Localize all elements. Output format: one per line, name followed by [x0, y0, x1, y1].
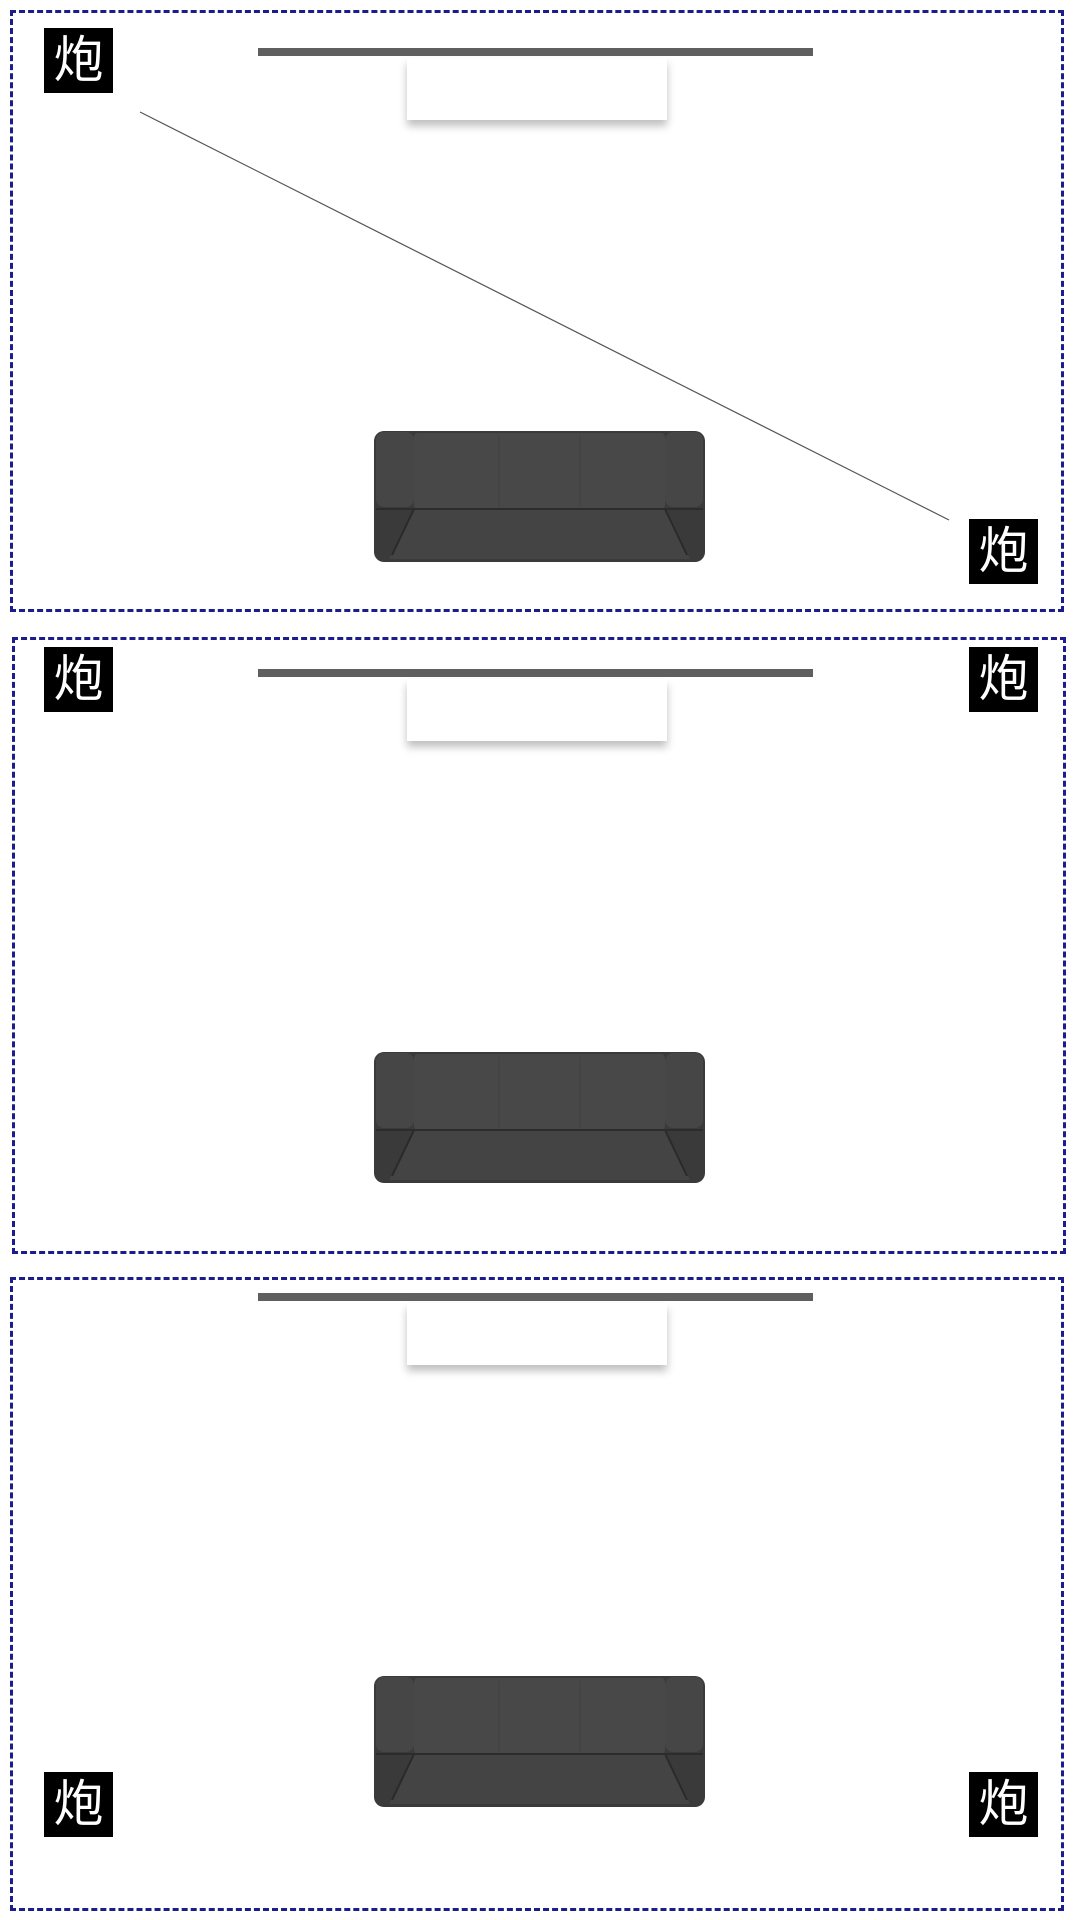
layout-panel-3 — [10, 1277, 1064, 1911]
tv-stand — [407, 58, 667, 120]
speaker-label-bottom-right: 炮 — [969, 1772, 1038, 1837]
tv-stand — [407, 1303, 667, 1365]
sofa-icon — [374, 431, 705, 562]
tv-bar — [258, 1293, 813, 1301]
speaker-label-bottom-left: 炮 — [44, 1772, 113, 1837]
layout-panel-1 — [10, 10, 1064, 612]
speaker-label-top-left: 炮 — [44, 647, 113, 712]
speaker-label-top-right: 炮 — [969, 647, 1038, 712]
speaker-label-bottom-right: 炮 — [969, 519, 1038, 584]
speaker-label-top-left: 炮 — [44, 28, 113, 93]
tv-bar — [258, 669, 813, 677]
sofa-icon — [374, 1052, 705, 1183]
tv-stand — [407, 679, 667, 741]
tv-bar — [258, 48, 813, 56]
layout-panel-2 — [12, 637, 1066, 1254]
sofa-icon — [374, 1676, 705, 1807]
